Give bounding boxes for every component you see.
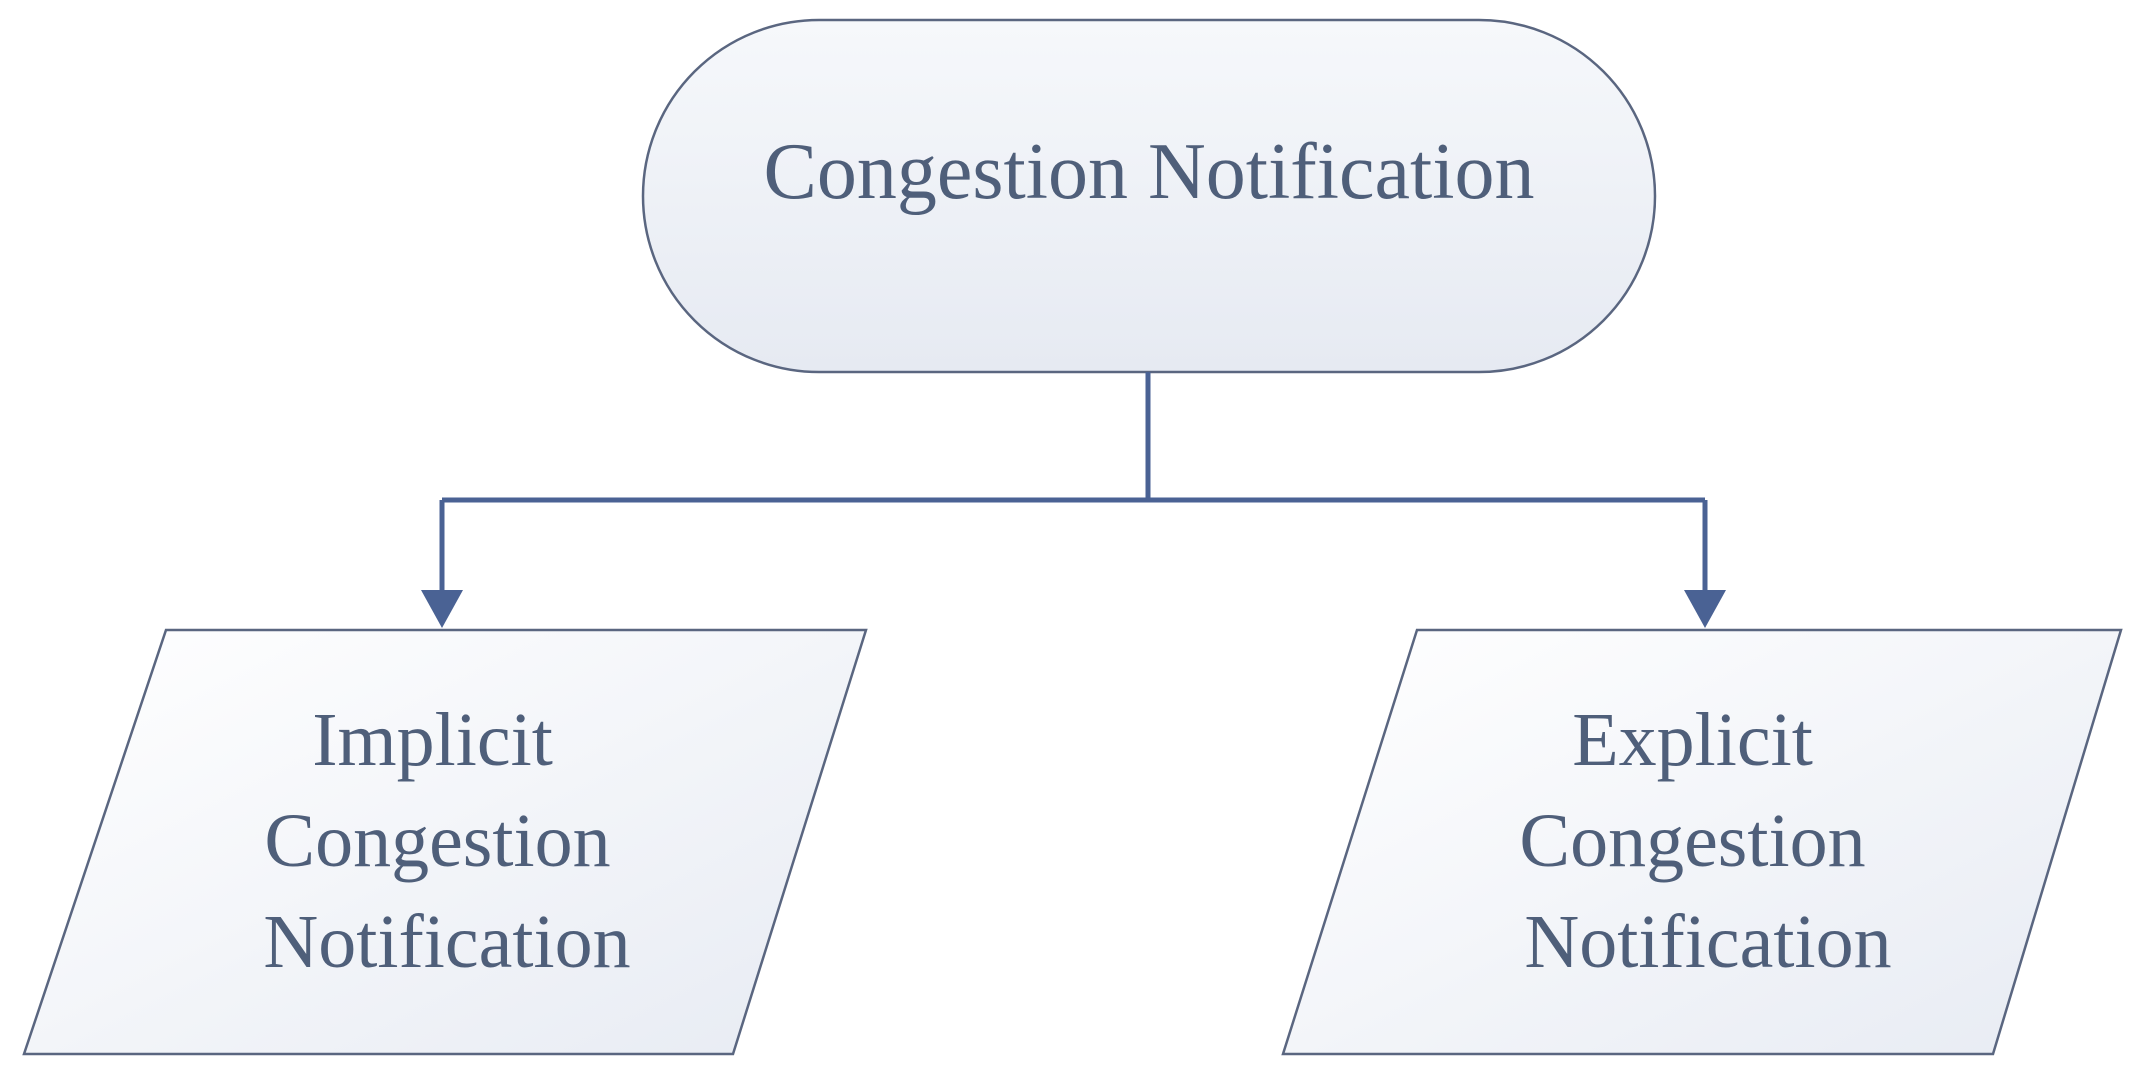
implicit-label-line-2: Congestion	[264, 799, 610, 883]
implicit-label-line-1: Implicit	[312, 698, 553, 782]
connector-lines	[439, 372, 1708, 592]
explicit-label-line-1: Explicit	[1572, 698, 1813, 782]
arrow-head-left	[421, 590, 463, 628]
implicit-label-line-3: Notification	[263, 900, 630, 984]
explicit-node-shape	[1281, 628, 2123, 1056]
explicit-label-line-2: Congestion	[1519, 799, 1865, 883]
implicit-node-shape	[22, 628, 868, 1056]
implicit-node-label: Implicit Congestion Notification	[263, 698, 630, 984]
root-node-label: Congestion Notification	[763, 128, 1534, 216]
explicit-label-line-3: Notification	[1524, 900, 1891, 984]
arrow-head-right	[1684, 590, 1726, 628]
explicit-node-label: Explicit Congestion Notification	[1519, 698, 1891, 984]
